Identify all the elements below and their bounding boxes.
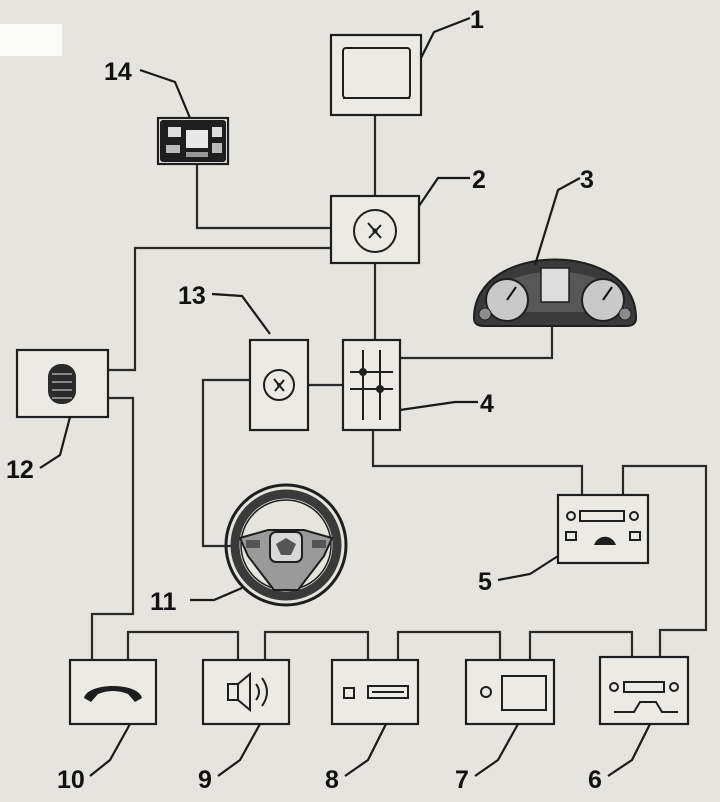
speaker-icon — [227, 671, 268, 713]
component-11-steering-wheel — [224, 483, 348, 607]
leader-11 — [190, 586, 243, 602]
callout-4: 4 — [480, 390, 494, 418]
wire-4-3 — [400, 322, 554, 360]
tuner-module-icon — [609, 681, 679, 713]
leader-lines — [39, 16, 651, 777]
leader-6 — [607, 723, 651, 777]
wire-10-9 — [126, 630, 240, 660]
steering-wheel-icon — [224, 483, 348, 607]
control-unit-icon — [353, 209, 397, 253]
phone-handset-icon — [84, 686, 142, 702]
callout-7: 7 — [455, 766, 469, 794]
leader-1 — [420, 16, 471, 59]
wire-2-12 — [108, 246, 331, 372]
callout-6: 6 — [588, 766, 602, 794]
leader-7 — [474, 723, 519, 777]
callout-3: 3 — [580, 166, 594, 194]
wire-7-6 — [528, 630, 634, 660]
cd-changer-icon — [343, 685, 409, 699]
callout-12: 12 — [6, 456, 34, 484]
wire-4-5 — [371, 430, 584, 495]
leader-10 — [89, 723, 131, 777]
instrument-cluster-icon — [472, 258, 638, 327]
wire-13-11 — [201, 378, 250, 548]
component-1-display — [329, 33, 423, 117]
callout-2: 2 — [472, 166, 486, 194]
leader-12 — [39, 416, 72, 469]
component-14-control-panel — [156, 116, 230, 166]
wire-14-2 — [195, 164, 331, 230]
navigation-box — [464, 658, 556, 726]
leader-14 — [139, 68, 192, 119]
leader-2 — [418, 176, 470, 207]
component-5-radio — [556, 493, 650, 565]
component-3-instrument-cluster — [472, 258, 638, 327]
callout-9: 9 — [198, 766, 212, 794]
leader-5 — [497, 555, 559, 582]
gateway-junction-icon — [350, 350, 393, 420]
navigation-unit-icon — [480, 675, 547, 711]
component-8-cd-changer — [330, 658, 420, 726]
radio-box — [556, 493, 650, 565]
steering-control-unit-icon — [263, 369, 295, 401]
leader-4 — [399, 400, 478, 412]
component-2-control-unit — [329, 194, 421, 265]
leader-9 — [217, 723, 261, 777]
display-screen-icon — [342, 47, 411, 99]
callout-1: 1 — [470, 6, 484, 34]
component-4-gateway — [341, 338, 402, 432]
wire-8-7 — [396, 630, 502, 660]
component-12-microphone — [15, 348, 110, 419]
microphone-icon — [48, 364, 76, 404]
callout-10: 10 — [57, 766, 85, 794]
callout-5: 5 — [478, 568, 492, 596]
gateway-box — [341, 338, 402, 432]
leader-3 — [533, 177, 581, 266]
callout-14: 14 — [104, 58, 132, 86]
control-panel-icon — [160, 120, 226, 162]
leader-8 — [344, 723, 387, 777]
speaker-box — [201, 658, 291, 726]
radio-unit-icon — [565, 510, 641, 545]
microphone-box — [15, 348, 110, 419]
callout-13: 13 — [178, 282, 206, 310]
wire-5-6 — [621, 464, 708, 657]
callout-11: 11 — [150, 588, 177, 616]
blank-patch — [0, 24, 62, 56]
callout-8: 8 — [325, 766, 339, 794]
component-13-steering-control-unit — [248, 338, 310, 432]
component-10-phone — [68, 658, 158, 726]
leader-13 — [211, 292, 271, 335]
phone-box — [68, 658, 158, 726]
wiring — [90, 115, 708, 660]
callout-labels: 1 2 3 4 5 6 7 8 9 10 11 12 13 14 — [6, 6, 602, 794]
wire-12-10 — [90, 396, 135, 660]
wire-9-8 — [263, 630, 370, 660]
component-9-speaker — [201, 658, 291, 726]
component-6-tuner — [598, 655, 690, 726]
component-7-navigation — [464, 658, 556, 726]
